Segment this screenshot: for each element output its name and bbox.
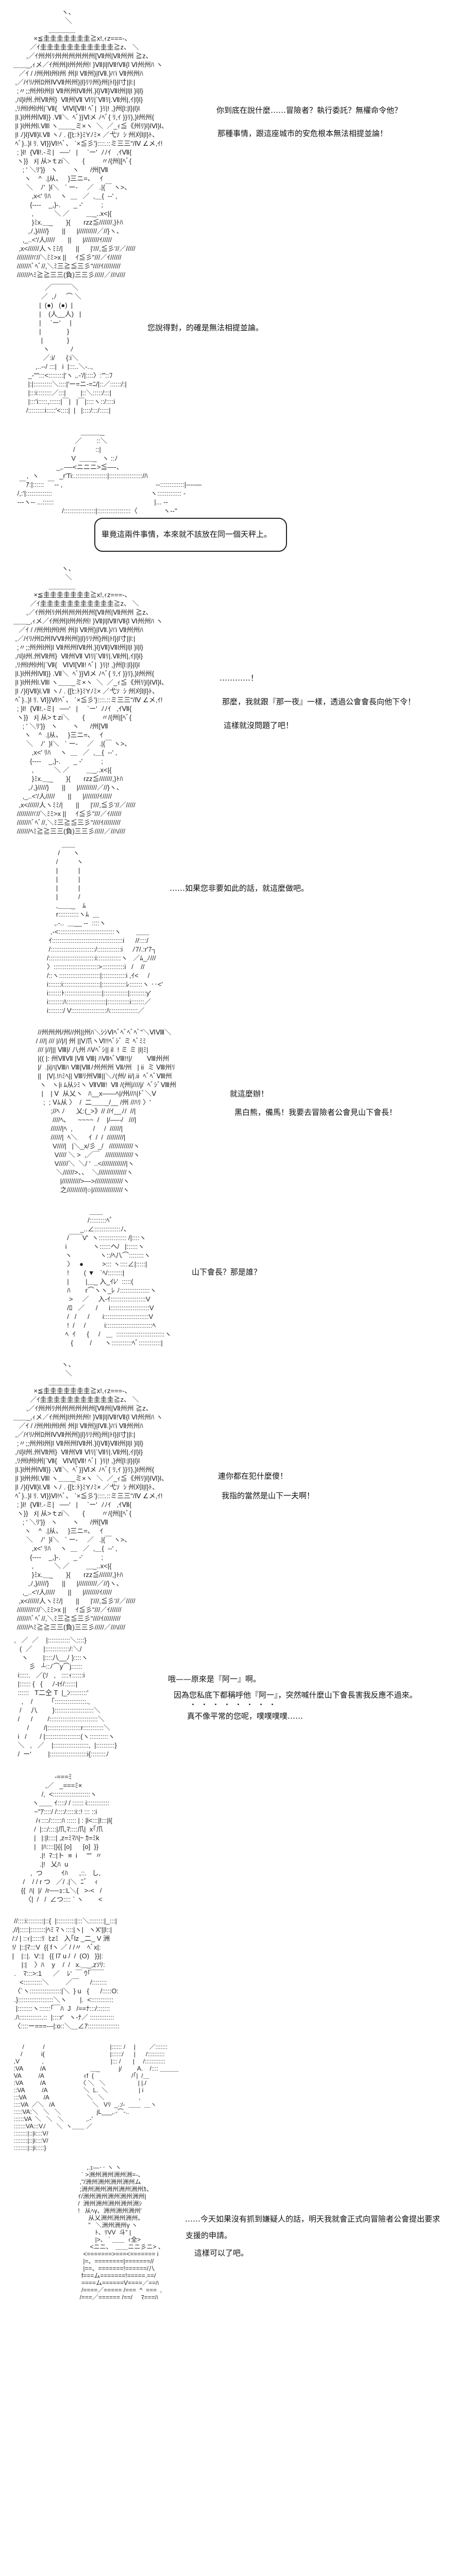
dialogue-line: 山下會長？那是誰？ [192,1267,262,1277]
character-ascii-art: ヽ、 ＼ ＿＿＿＿ ×≦圭圭圭圭圭圭圭≧x!,ｨz===-、 ／ｲ圭圭圭圭圭圭圭… [13,8,168,279]
dialogue-line: 你到底在說什麼……冒險者？執行委託？無權命令他？ [216,106,402,115]
hair-closeup-ascii-art: //州州州/州//州||州ﾊ＼ｼｼⅥﾍﾞﾍﾞﾍﾞﾍﾞ"＼ⅥⅧ＼ / ///| /… [36,1028,176,1194]
dialogue-line: 就這麼辦！ [230,1089,269,1098]
dialogue-line: ……今天如果沒有抓到嫌疑人的話，明天我就會正式向冒險者公會提出要求 [185,2214,441,2224]
faceless-character-ascii-art: ＿＿ / ヽ / ヽ | | | | | | | / ,＿＿_ ﾑ r:::::… [46,840,163,1014]
bear-ascii-art: ＿＿ /:::::::::ﾍﾟ _..∠::::::::::::::ﾉ､ /￣￣… [65,1208,172,1347]
dialogue-line: 支援的申請。 [185,2231,232,2240]
scared-character-ascii-art: -===ﾐ ,／ _===ﾐ× /, <::::::::::::::::::::… [21,1773,112,1903]
dialogue-line: 真不像平常的您呢，噗噗噗噗…… [187,1711,303,1721]
dialogue-line: ……如果您非要如此的話，就這麼做吧。 [170,884,309,893]
emphasis-dots: ・・・・・・・・ [190,1701,281,1709]
dialogue-line: 那麼，我就跟『那一夜』一樣，透過公會會長向他下令！ [222,697,416,706]
dialogue-line: 黑白熊，備馬！我要去冒險者公會見山下會長！ [234,1108,397,1117]
character-ascii-art: ヽ、 ＼ ＿＿＿＿ ×≦圭圭圭圭圭圭圭≧x!,ｨz===-、 ／ｲ圭圭圭圭圭圭圭… [13,1361,168,1631]
dialogue-line: 連你都在犯什麼傻！ [218,1471,288,1481]
dialogue-line: 我指的當然是山下一夫啊！ [222,1491,315,1500]
speech-bubble: 畢竟這兩件事情，本來就不該放在同一個天秤上。 [94,518,287,552]
shocked-character-ascii-art: //::::i:::::::::|::{ |::::::::::|:::＼:::… [12,1917,120,2030]
character-ascii-art: ヽ、 ＼ ＿＿＿＿ ×≦圭圭圭圭圭圭圭≧x!,ｨz===-、 ／ｲ圭圭圭圭圭圭圭… [13,565,168,835]
dialogue-line: 您說得對，的確是無法相提並論。 [147,323,264,332]
dialogue-line: 這樣可以了吧。 [194,2248,249,2258]
maid-character-ascii-art: , ／ ／ |::::::::::::＼::::} ( ／ |:::::::::… [14,1636,117,1758]
hands-ascii-art: / / |:::::: / | ／::::::: / i{ |::::::/ |… [13,2043,179,2151]
speech-bubble-figure-ascii-art: ＿＿＿_ ／ ::＼ / ::| V ＿＿_ ヽ ::ﾉ _,.-―<ニニニ>≦… [17,428,202,515]
dialogue-line: …………！ [219,673,259,683]
dialogue-line: 那種事情，跟這座城市的安危根本無法相提並論！ [217,129,388,138]
dialogue-line: 畢竟這兩件事情，本來就不該放在同一個天秤上。 [102,530,272,539]
dialogue-line: 哦——原來是『阿一』啊。 [168,1674,261,1684]
dialogue-line: 這樣就沒問題了吧！ [224,721,294,730]
dialogue-line: 因為您私底下都稱呼他『阿一』，突然喊什麼山下會長害我反應不過來。 [174,1690,417,1700]
octopus-character-ascii-art: ／￣￣￣＼ ／ ,ﾉ ⌒ ＼ | (●) (●) | | (人__人) | | … [26,284,127,414]
final-character-ascii-art: ,.ｪ―‥ ヽ ヽ ` >洲州洲州洲州洲=-、 ,"/洲州洲州洲州洲州ム ;洲州… [78,2164,164,2301]
